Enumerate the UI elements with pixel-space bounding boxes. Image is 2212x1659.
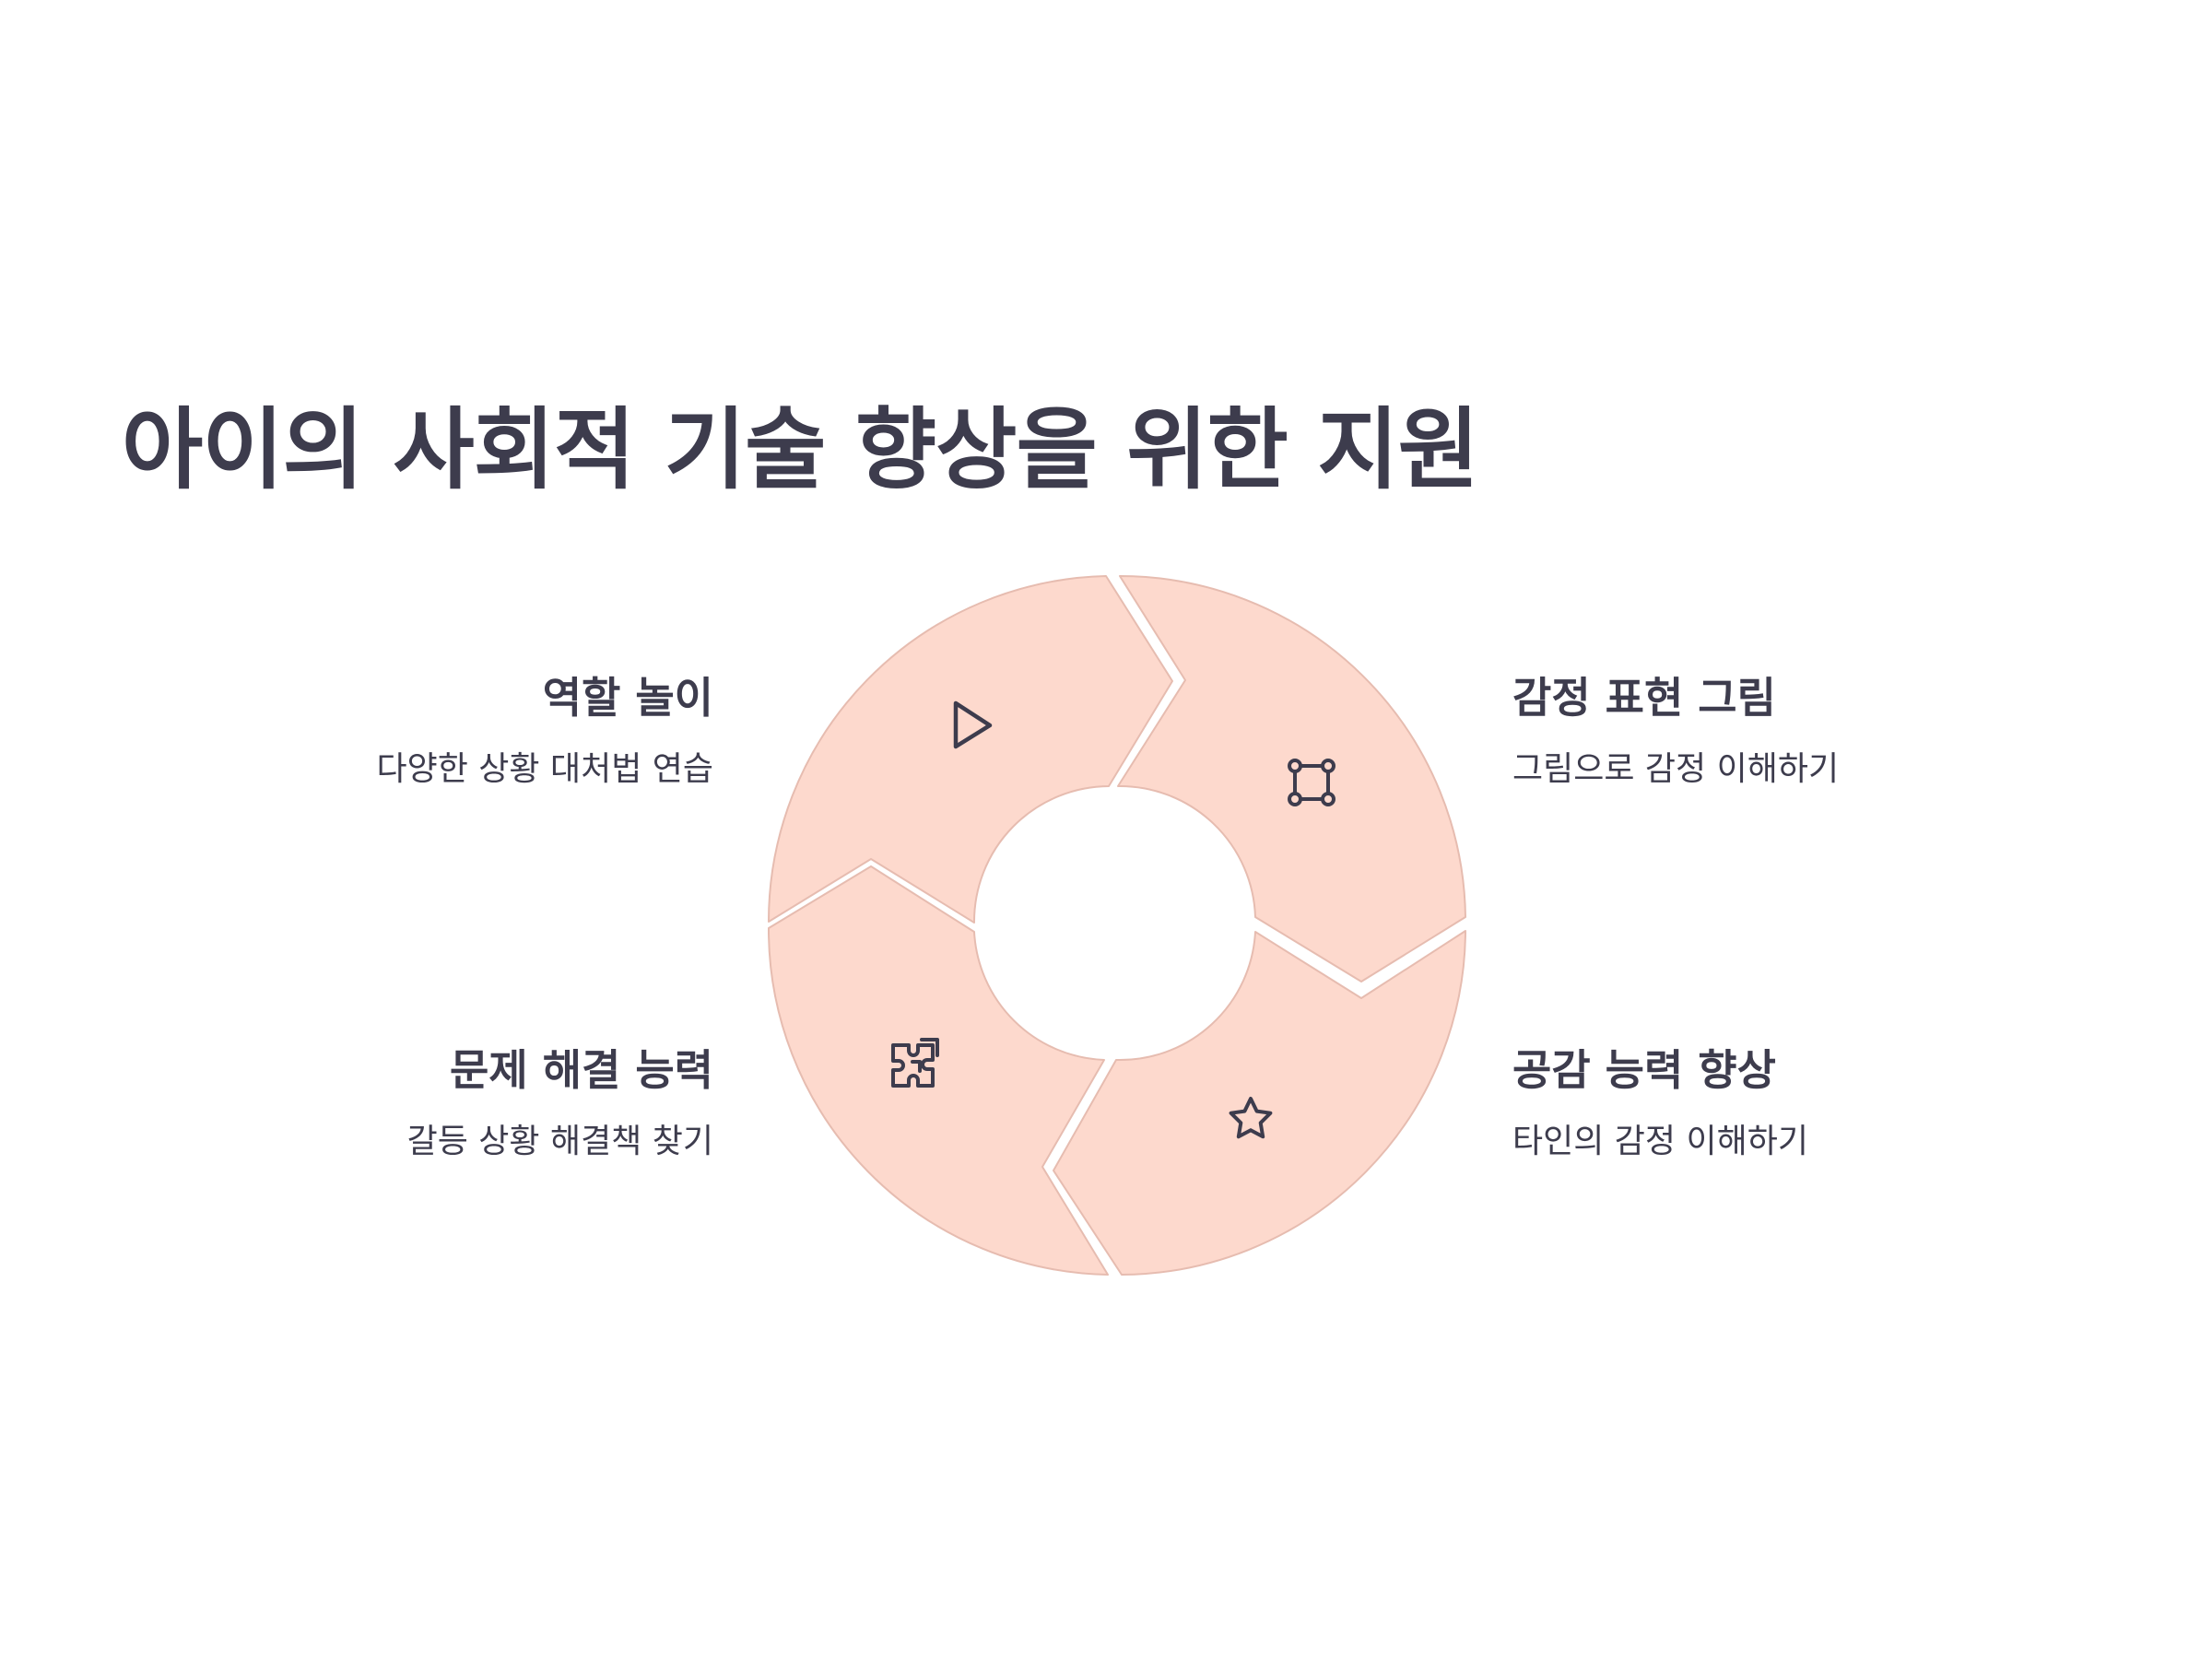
puzzle-icon — [891, 1038, 939, 1088]
label-problem-solving: 문제 해결 능력 갈등 상황 해결책 찾기 — [124, 1042, 713, 1164]
label-title: 역할 놀이 — [542, 673, 713, 723]
vector-square-icon — [1288, 759, 1335, 806]
label-emotion-drawing: 감정 표현 그림 그림으로 감정 이해하기 — [1512, 670, 2102, 792]
play-icon — [953, 700, 993, 749]
label-title: 공감 능력 향상 — [1512, 1045, 1776, 1095]
star-icon — [1229, 1097, 1273, 1139]
label-title: 감정 표현 그림 — [1512, 673, 1776, 723]
label-empathy: 공감 능력 향상 타인의 감정 이해하기 — [1512, 1042, 2102, 1164]
label-description: 다양한 상황 대처법 연습 — [376, 750, 713, 788]
segment-emotion-drawing — [1117, 575, 1466, 982]
page-title: 아이의 사회적 기술 향상을 위한 지원 — [122, 398, 1479, 501]
label-description: 갈등 상황 해결책 찾기 — [406, 1123, 713, 1160]
segment-role-play — [768, 575, 1173, 924]
label-role-play: 역할 놀이 다양한 상황 대처법 연습 — [124, 670, 713, 792]
segment-problem-solving — [767, 865, 1109, 1276]
label-description: 그림으로 감정 이해하기 — [1512, 750, 1840, 788]
segment-empathy — [1053, 930, 1466, 1276]
label-description: 타인의 감정 이해하기 — [1512, 1123, 1808, 1160]
label-title: 문제 해결 능력 — [450, 1045, 713, 1095]
